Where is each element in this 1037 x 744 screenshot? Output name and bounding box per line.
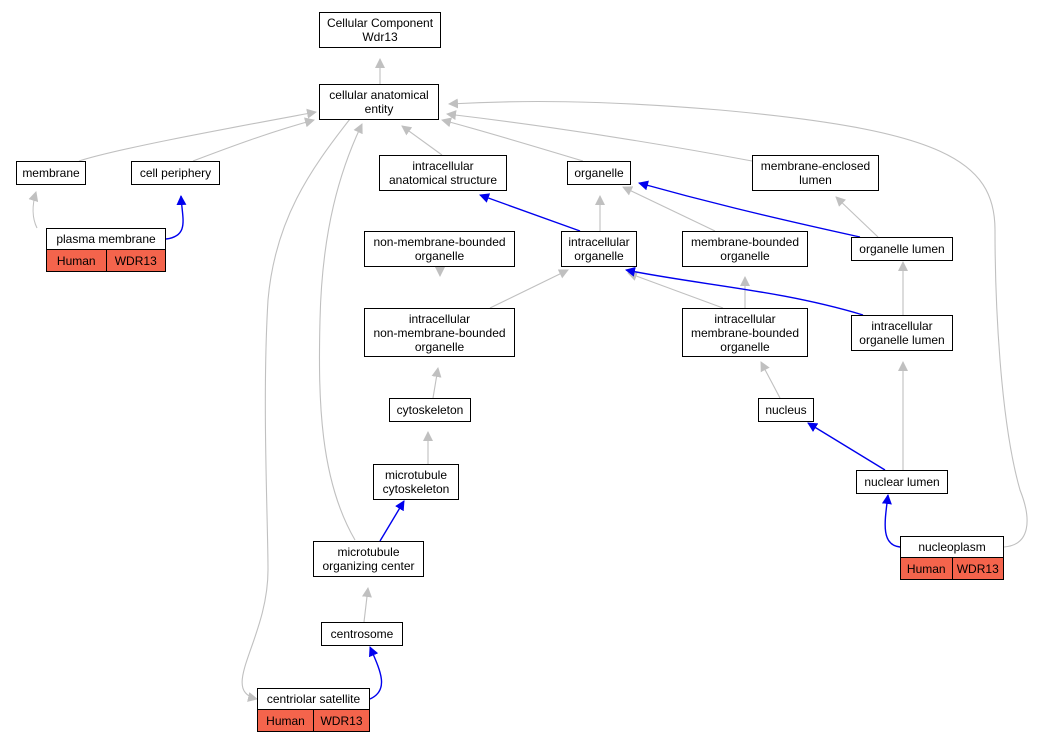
annotation-row-centsat: Human WDR13 (257, 710, 370, 732)
species-label[interactable]: Human (906, 561, 946, 576)
is-a-edge-5 (401, 125, 443, 156)
is-a-edge-4 (318, 123, 363, 541)
term-node-mtcyto[interactable]: microtubule cytoskeleton (373, 464, 459, 500)
term-node-mbo[interactable]: membrane-bounded organelle (682, 231, 808, 267)
is-a-edge-8 (448, 98, 1028, 548)
part-of-edge-15 (638, 180, 861, 238)
is-a-edge-23 (760, 361, 781, 399)
is-a-edge-6 (441, 117, 584, 162)
term-node-mel[interactable]: membrane-enclosed lumen (752, 155, 879, 191)
is-a-edge-2 (192, 117, 315, 162)
term-node-nmbo[interactable]: non-membrane-bounded organelle (364, 231, 515, 267)
part-of-edge-10 (165, 195, 187, 240)
is-a-edge-1 (78, 108, 317, 162)
term-node-iol[interactable]: intracellular organelle lumen (851, 315, 953, 351)
term-node-nucleoplasm[interactable]: nucleoplasm (900, 536, 1004, 558)
term-node-inmbo[interactable]: intracellular non-membrane-bounded organ… (364, 308, 515, 357)
term-node-cae[interactable]: cellular anatomical entity (319, 84, 439, 120)
part-of-edge-27 (379, 500, 405, 542)
term-node-io[interactable]: intracellular organelle (561, 231, 637, 267)
term-node-ias[interactable]: intracellular anatomical structure (379, 155, 507, 191)
part-of-edge-20 (625, 266, 864, 316)
term-node-centsat[interactable]: centriolar satellite (257, 688, 370, 710)
gene-label[interactable]: WDR13 (951, 558, 1004, 579)
term-node-nuclumen[interactable]: nuclear lumen (856, 470, 948, 494)
is-a-edge-7 (446, 110, 753, 162)
term-node-cytosk[interactable]: cytoskeleton (389, 398, 471, 422)
term-node-membrane[interactable]: membrane (16, 161, 86, 185)
gene-label[interactable]: WDR13 (105, 250, 166, 271)
annotation-row-nucleoplasm: Human WDR13 (900, 558, 1004, 580)
species-label[interactable]: Human (266, 713, 305, 728)
species-label[interactable]: Human (56, 253, 96, 268)
is-a-edge-19 (627, 271, 724, 309)
gene-label[interactable]: WDR13 (313, 710, 369, 731)
is-a-edge-14 (622, 186, 716, 232)
term-node-organelle[interactable]: organelle (567, 161, 631, 185)
term-node-plasma[interactable]: plasma membrane (46, 228, 166, 250)
is-a-edge-3 (241, 118, 351, 702)
term-node-imbo[interactable]: intracellular membrane-bounded organelle (682, 308, 808, 357)
term-node-centrosome[interactable]: centrosome (321, 622, 403, 646)
part-of-edge-25 (807, 422, 886, 471)
term-node-nucleus[interactable]: nucleus (758, 398, 814, 422)
term-node-mtoc[interactable]: microtubule organizing center (313, 541, 424, 577)
part-of-edge-12 (479, 193, 581, 232)
is-a-edge-9 (28, 191, 39, 229)
annotation-row-plasma: Human WDR13 (46, 250, 166, 272)
term-node-cellper[interactable]: cell periphery (131, 161, 220, 185)
is-a-edge-29 (361, 587, 372, 623)
part-of-edge-30 (369, 646, 383, 700)
part-of-edge-28 (881, 494, 901, 548)
is-a-edge-22 (431, 367, 442, 399)
term-node-orglumen[interactable]: organelle lumen (851, 237, 953, 261)
term-node-root[interactable]: Cellular Component Wdr13 (319, 12, 441, 48)
is-a-edge-17 (489, 269, 569, 309)
is-a-edge-16 (835, 196, 879, 238)
